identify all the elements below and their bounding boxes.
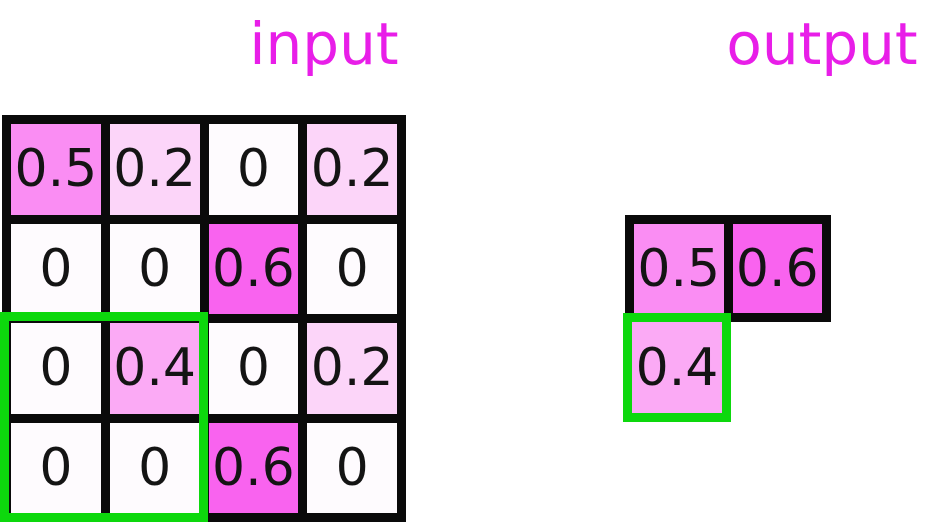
input-cell-r1c2: 0.2 [109,124,200,215]
pooling-window-highlight [0,312,208,522]
input-cell-r1c4: 0.2 [307,124,397,215]
input-cell-r3c2: 0.4 [109,323,200,414]
input-cell-r4c3: 0.6 [208,422,299,513]
output-title: output [726,10,918,78]
input-cell-r1c1: 0.5 [11,124,101,215]
input-cell-r1c3: 0 [208,124,299,215]
input-cell-r4c4: 0 [307,422,397,513]
input-cell-r2c1: 0 [11,223,101,314]
input-cell-r3c3: 0 [208,323,299,414]
input-cell-r2c2: 0 [109,223,200,314]
output-cell-r1c2: 0.6 [732,224,822,313]
input-title: input [249,10,399,78]
output-highlight-value: 0.4 [635,337,719,398]
input-cell-r2c3: 0.6 [208,223,299,314]
input-cell-r3c4: 0.2 [307,323,397,414]
input-cell-r4c2: 0 [109,422,200,513]
output-highlight-cell: 0.4 [623,313,731,422]
input-cell-r2c4: 0 [307,223,397,314]
output-cell-r1c1: 0.5 [634,224,724,313]
input-cell-r4c1: 0 [11,422,101,513]
input-cell-r3c1: 0 [11,323,101,414]
